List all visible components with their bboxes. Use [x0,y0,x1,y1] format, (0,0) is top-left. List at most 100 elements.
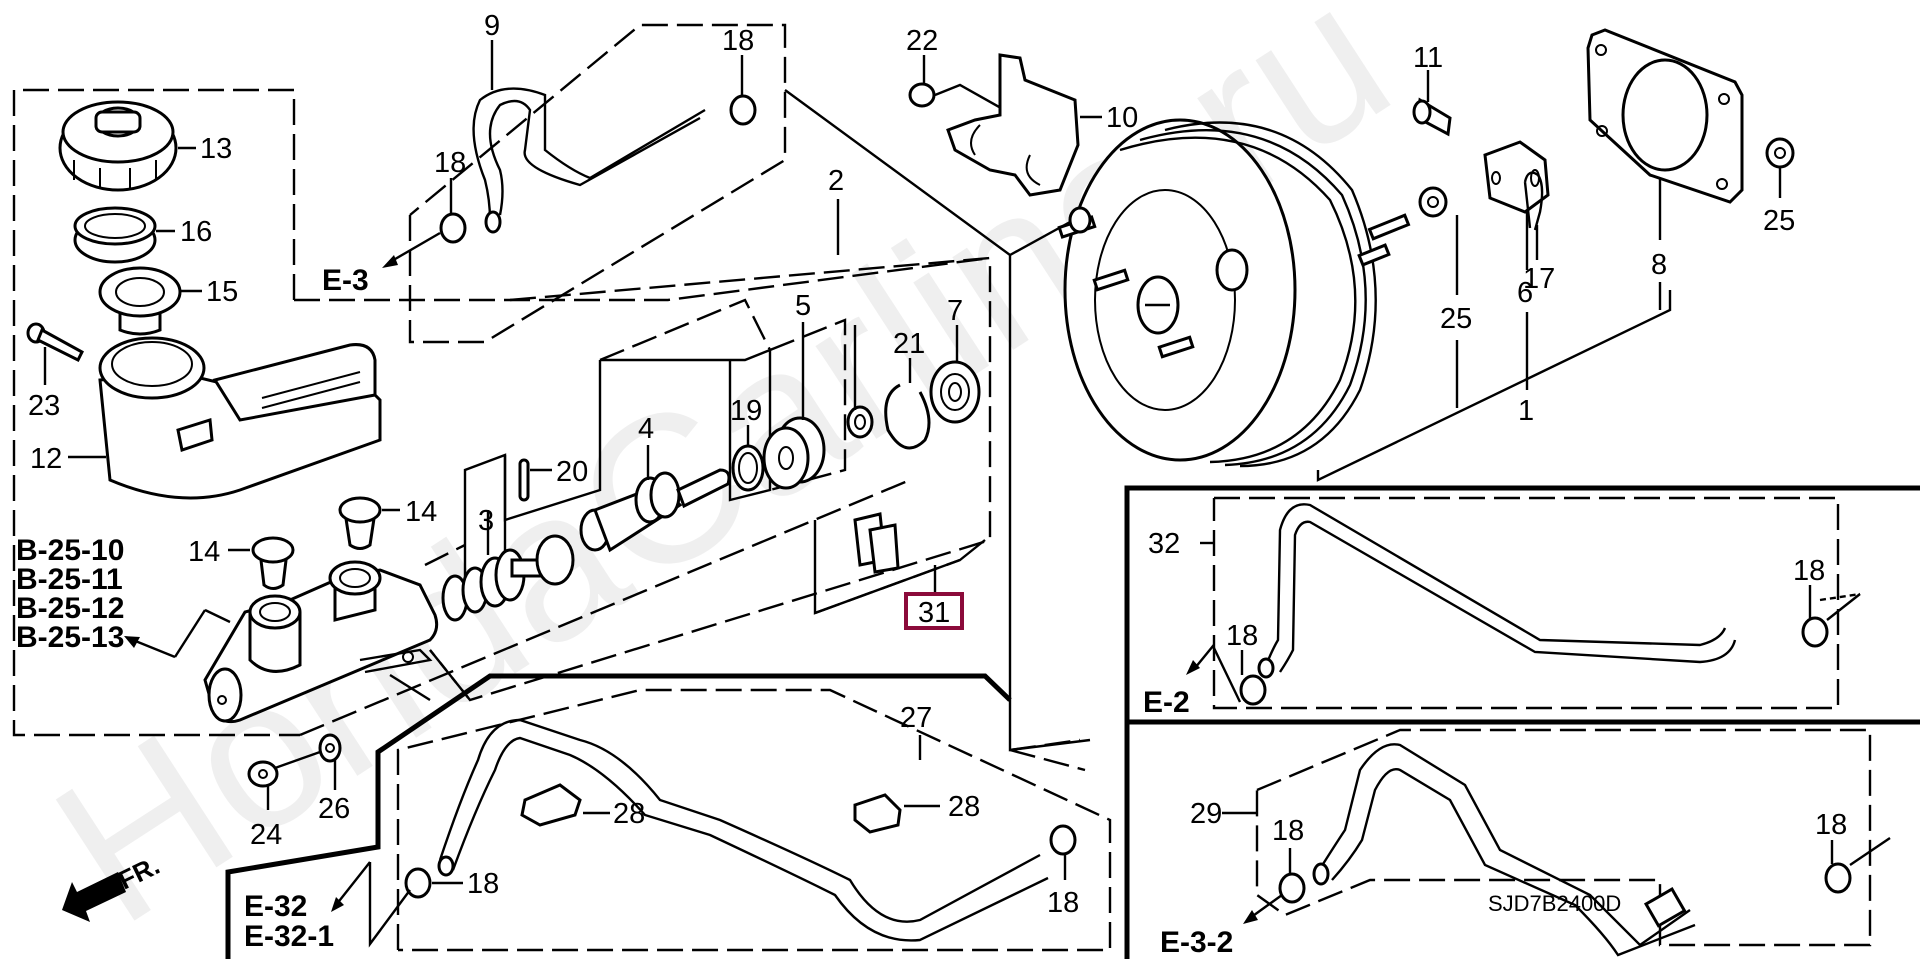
part-label-18a: 18 [722,25,754,57]
leader-line [1009,738,1086,772]
hose-clamp-part[interactable]: 18 [1815,809,1891,894]
hose-clamp-part[interactable]: 18 [1047,824,1079,919]
grommet-part[interactable]: 7 [929,295,981,424]
part-label-6: 6 [1517,277,1533,309]
front-arrow-icon [62,872,126,922]
part-label-14a: 14 [405,496,437,528]
ref-b25-13[interactable]: B-25-13 [16,621,124,654]
booster-nut-part[interactable]: 25 [1418,186,1472,408]
bracket-part[interactable]: 10 [946,53,1138,197]
master-cylinder-nut-part[interactable]: 24 [247,760,282,851]
part-label-22: 22 [906,25,938,57]
ref-e32-1[interactable]: E-32-1 [244,920,334,953]
primary-piston-part[interactable]: 4 [579,413,731,553]
hose-9-frame: 9 [408,10,787,344]
part-label-8: 8 [1651,249,1667,281]
vacuum-hose-29-part[interactable] [1312,743,1696,957]
stopper-pin-part[interactable]: 20 [503,360,602,522]
part-label-3: 3 [478,505,494,537]
master-cylinder-washer-part[interactable]: 26 [274,733,350,825]
ref-e3[interactable]: E-3 [322,264,369,297]
part-label-18f: 18 [1815,809,1847,841]
part-label-21: 21 [893,328,925,360]
part-label-18b: 18 [434,147,466,179]
ref-b25-10[interactable]: B-25-10 [16,534,124,567]
snap-ring-part[interactable]: 21 [884,328,931,450]
hose-clamp-part[interactable]: 18 [1226,620,1267,706]
piston-seal-part[interactable]: 19 [730,395,765,492]
hose-clamp-part[interactable]: 18 [1272,815,1306,904]
hose-clamp-part[interactable]: 18 [434,147,467,244]
part-label-5: 5 [795,290,811,322]
part-label-17: 17 [1523,263,1555,295]
section-ref-e2[interactable]: E-2 [1143,643,1242,719]
part-label-10: 10 [1106,102,1138,134]
part-label-23: 23 [28,390,60,422]
ref-e32[interactable]: E-32 [244,890,307,923]
part-label-18d: 18 [1793,555,1825,587]
hose-27-panel: 27 [225,673,1112,959]
part-label-19: 19 [730,395,762,427]
reservoir-seal-part[interactable]: 14 [338,496,437,550]
reservoir-seal-part[interactable]: 14 [188,536,295,590]
gasket-nut-part[interactable]: 25 [1763,137,1795,237]
hose-holder-part[interactable]: 28 [520,783,645,830]
part-label-14b: 14 [188,536,220,568]
booster-gasket-part[interactable]: 8 [1586,28,1744,310]
section-ref-e3[interactable]: E-3 [322,231,441,297]
hose-clamp-part[interactable]: 18 [1793,555,1861,648]
vacuum-hose-27-part[interactable] [437,718,1049,942]
part-label-28b: 28 [948,791,980,823]
part-label-7: 7 [947,295,963,327]
reservoir-strainer-part[interactable]: 15 [98,266,238,336]
cotter-pin-part[interactable]: 17 [1523,171,1555,295]
ref-b25-11[interactable]: B-25-11 [16,563,123,596]
part-label-31[interactable]: 31 [918,597,950,629]
secondary-piston-part[interactable]: 3 [424,453,575,622]
part-label-32: 32 [1148,528,1180,560]
piston-cup-part[interactable]: 5 [762,290,826,490]
yoke-part[interactable]: 6 [1483,140,1550,360]
brake-booster-part[interactable]: 1 [1009,118,1672,482]
master-cylinder-body[interactable] [203,560,439,724]
clevis-pin-part[interactable]: 11 [1412,42,1452,137]
part-label-24: 24 [250,819,282,851]
hose-29-panel: 29 SJD7B2400D [1124,722,1872,959]
ref-e2[interactable]: E-2 [1143,686,1190,719]
section-ref-e3-2[interactable]: E-3-2 [1160,894,1283,959]
reservoir-bolt-part[interactable]: 23 [26,322,84,422]
part-label-18g: 18 [1047,887,1079,919]
reservoir-filter-part[interactable]: 16 [73,206,212,264]
vacuum-hose-9-part[interactable] [472,87,706,234]
ref-e3-2[interactable]: E-3-2 [1160,926,1233,959]
part-label-15: 15 [206,276,238,308]
part-label-20: 20 [556,456,588,488]
section-ref-e32[interactable]: E-32 E-32-1 [244,861,411,953]
vacuum-hose-32-part[interactable] [1257,503,1737,679]
part-label-26: 26 [318,793,350,825]
part-label-25b: 25 [1763,205,1795,237]
part-label-28a: 28 [613,798,645,830]
hose-holder-part[interactable]: 28 [853,791,980,834]
part-label-2: 2 [828,165,844,197]
hose-32-panel: 32 [1124,485,1920,729]
part-label-11: 11 [1413,42,1443,74]
part-label-18c: 18 [1226,620,1258,652]
part-label-18h: 18 [467,868,499,900]
seal-kit-part[interactable]: 31 [813,512,986,630]
section-ref-b25[interactable]: B-25-10 B-25-11 B-25-12 B-25-13 [16,534,231,659]
reservoir-body-part[interactable]: 12 [30,336,382,500]
hose-clamp-part[interactable]: 18 [404,867,499,900]
small-seal-part[interactable] [846,325,874,439]
part-label-1: 1 [1518,395,1534,427]
reservoir-cap-part[interactable]: 13 [58,100,232,192]
hose-clamp-part[interactable]: 18 [722,25,757,126]
clip-part[interactable]: 22 [906,25,1041,132]
ref-b25-12[interactable]: B-25-12 [16,592,124,625]
part-label-9: 9 [484,10,500,42]
part-label-29: 29 [1190,798,1222,830]
part-label-16: 16 [180,216,212,248]
highlighted-part-box[interactable] [904,592,964,630]
part-label-12: 12 [30,443,62,475]
